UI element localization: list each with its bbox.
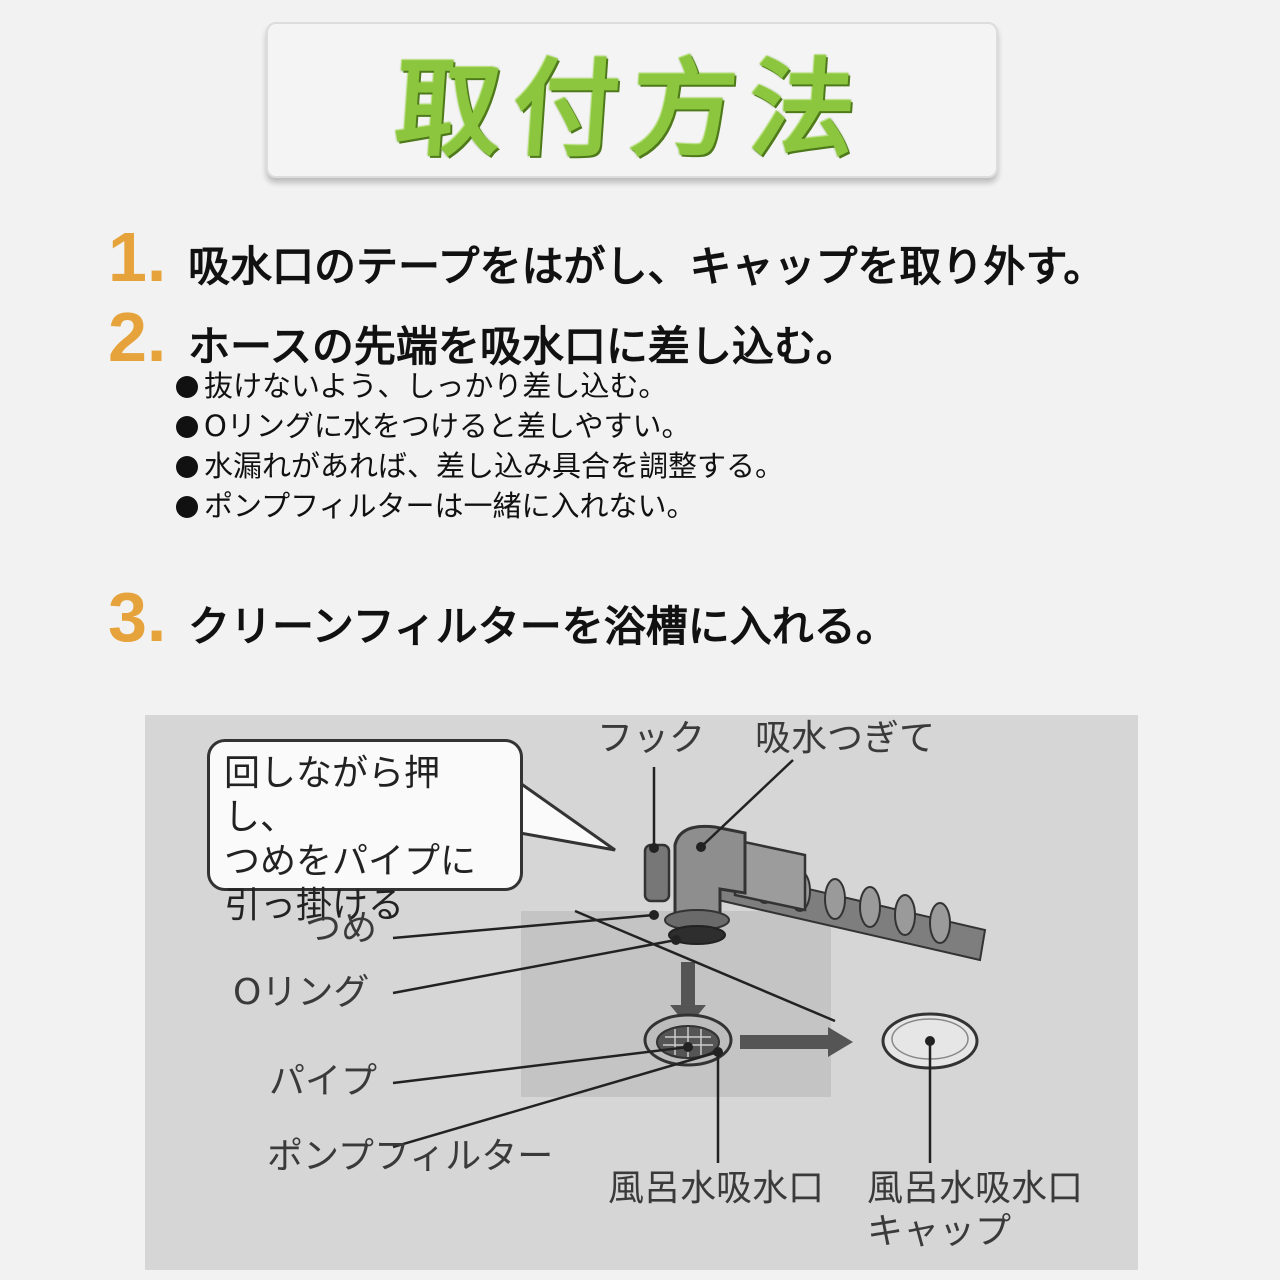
leader-lines bbox=[392, 759, 932, 1163]
bullet-icon bbox=[176, 456, 198, 478]
label-connector: 吸水つぎて bbox=[755, 718, 936, 759]
label-pump-filter: ポンプフィルター bbox=[267, 1136, 554, 1177]
down-arrow bbox=[681, 962, 695, 1007]
bullet-icon bbox=[176, 376, 198, 398]
step-text: ホースの先端を吸水口に差し込む。 bbox=[188, 322, 858, 371]
hook-part bbox=[643, 843, 671, 903]
callout-line: 引っ掛ける bbox=[224, 885, 405, 926]
title-banner: 取付方法 bbox=[266, 22, 998, 178]
step-2-notes: 抜けないよう、しっかり差し込む。 Oリングに水をつけると差しやすい。 水漏れがあ… bbox=[176, 366, 784, 526]
bullet-icon bbox=[176, 496, 198, 518]
right-arrow bbox=[740, 1035, 828, 1049]
step-number: 3. bbox=[108, 578, 167, 656]
label-hook: フック bbox=[597, 718, 706, 759]
label-cap-line: 風呂水吸水口 bbox=[867, 1168, 1084, 1209]
note-item: 水漏れがあれば、差し込み具合を調整する。 bbox=[176, 446, 784, 486]
instruction-callout: 回しながら押し、 つめをパイプに 引っ掛ける bbox=[207, 739, 523, 926]
note-item: ポンプフィルターは一緒に入れない。 bbox=[176, 486, 784, 526]
diagram-illustration bbox=[392, 759, 987, 1163]
step-1: 1. 吸水口のテープをはがし、キャップを取り外す。 bbox=[108, 222, 1105, 294]
installation-diagram: 回しながら押し、 つめをパイプに 引っ掛ける フック 吸水つぎて つめ Oリング… bbox=[145, 715, 1138, 1270]
note-item: 抜けないよう、しっかり差し込む。 bbox=[176, 366, 784, 406]
elbow-connector bbox=[673, 824, 747, 922]
o-ring bbox=[668, 925, 726, 945]
page-title: 取付方法 bbox=[391, 48, 872, 171]
label-inlet: 風呂水吸水口 bbox=[608, 1168, 825, 1209]
note-item: Oリングに水をつけると差しやすい。 bbox=[176, 406, 784, 446]
step-2: 2. ホースの先端を吸水口に差し込む。 bbox=[108, 302, 858, 374]
bullet-icon bbox=[176, 416, 198, 438]
label-cap-line: キャップ bbox=[867, 1211, 1012, 1253]
label-pipe: パイプ bbox=[269, 1061, 378, 1102]
step-text: 吸水口のテープをはがし、キャップを取り外す。 bbox=[188, 242, 1106, 291]
step-number: 2. bbox=[108, 298, 167, 376]
callout-tail bbox=[518, 780, 616, 852]
callout-line: つめをパイプに bbox=[224, 841, 477, 882]
label-cap: 風呂水吸水口 キャップ bbox=[867, 1167, 1083, 1253]
label-oring: Oリング bbox=[233, 972, 370, 1013]
callout-line: 回しながら押し、 bbox=[224, 753, 441, 838]
step-text: クリーンフィルターを浴槽に入れる。 bbox=[188, 602, 898, 651]
step-number: 1. bbox=[108, 218, 167, 296]
label-claw: つめ bbox=[305, 908, 378, 949]
step-3: 3. クリーンフィルターを浴槽に入れる。 bbox=[108, 582, 898, 654]
